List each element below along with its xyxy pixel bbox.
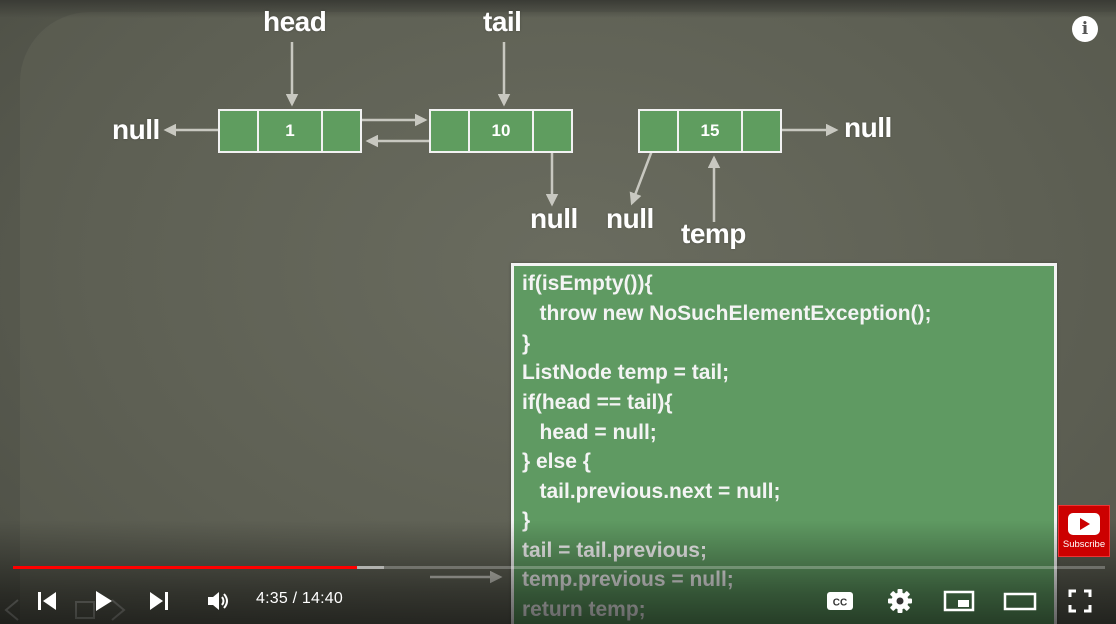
youtube-play-icon <box>1068 513 1100 535</box>
node-value: 10 <box>470 111 534 151</box>
volume-button[interactable] <box>202 584 236 618</box>
tail-label: tail <box>483 6 522 37</box>
code-line: temp.previous = null; <box>522 568 734 591</box>
play-button[interactable] <box>88 584 118 618</box>
captions-button[interactable]: CC <box>823 584 857 618</box>
next-button[interactable] <box>144 584 174 618</box>
svg-text:CC: CC <box>833 598 847 609</box>
code-line: throw new NoSuchElementException(); <box>522 302 932 325</box>
prev-cell <box>220 111 260 151</box>
code-line: tail = tail.previous; <box>522 539 707 562</box>
code-line: tail.previous.next = null; <box>522 480 781 503</box>
next-cell <box>533 111 571 151</box>
code-line: } else { <box>522 450 591 473</box>
fullscreen-button[interactable] <box>1064 584 1096 618</box>
progress-played <box>13 566 357 569</box>
list-node-1: 1 <box>218 109 362 153</box>
code-line: if(head == tail){ <box>522 391 673 414</box>
skip-next-icon <box>150 592 168 610</box>
theater-button[interactable] <box>1002 584 1038 618</box>
skip-previous-icon <box>38 592 56 610</box>
null-left-label: null <box>112 114 160 145</box>
miniplayer-button[interactable] <box>942 584 976 618</box>
theater-icon <box>1003 592 1037 611</box>
prev-cell <box>431 111 471 151</box>
volume-icon <box>208 592 228 610</box>
code-line: if(isEmpty()){ <box>522 272 653 295</box>
null-right-label: null <box>844 112 892 143</box>
miniplayer-icon <box>943 590 975 612</box>
play-icon <box>96 591 112 611</box>
slide-nav-ghost-icons <box>4 599 126 621</box>
node-value: 15 <box>679 111 743 151</box>
null-below-tail-label: null <box>530 203 578 234</box>
code-box: if(isEmpty()){ throw new NoSuchElementEx… <box>511 263 1057 624</box>
previous-button[interactable] <box>32 584 62 618</box>
info-icon[interactable]: i <box>1072 16 1098 42</box>
settings-button[interactable] <box>883 584 917 618</box>
next-cell <box>742 111 780 151</box>
next-cell <box>322 111 360 151</box>
code-line: ListNode temp = tail; <box>522 361 730 384</box>
subscribe-button[interactable]: Subscribe <box>1058 505 1110 557</box>
time-display: 4:35 / 14:40 <box>256 590 343 607</box>
list-node-15: 15 <box>638 109 782 153</box>
subscribe-label: Subscribe <box>1062 539 1106 550</box>
cc-icon: CC <box>827 592 853 610</box>
fullscreen-icon <box>1068 589 1092 613</box>
code-line: return temp; <box>522 598 646 621</box>
head-label: head <box>263 6 327 37</box>
prev-cell <box>640 111 680 151</box>
temp-label: temp <box>681 218 746 249</box>
null-below-temp-label: null <box>606 203 654 234</box>
list-node-10: 10 <box>429 109 573 153</box>
code-line: } <box>522 332 531 355</box>
progress-bar[interactable] <box>13 566 1105 569</box>
node-value: 1 <box>259 111 323 151</box>
code-line: } <box>522 509 531 532</box>
code-line: head = null; <box>522 421 657 444</box>
gear-icon <box>888 589 912 613</box>
